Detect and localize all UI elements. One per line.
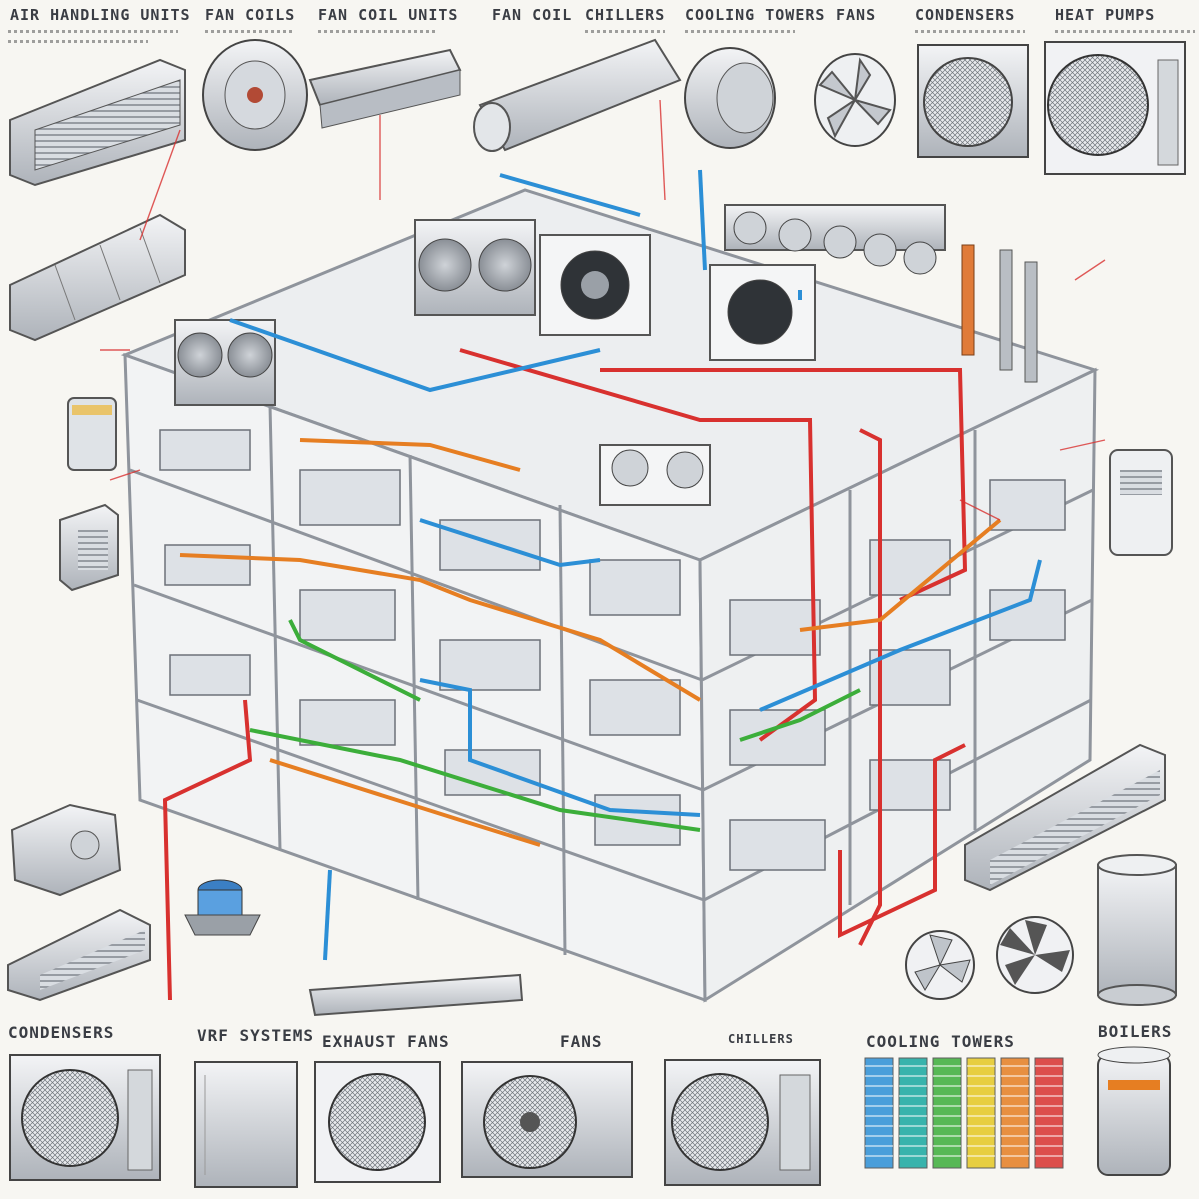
vrf-unit-icon (194, 1061, 298, 1188)
callout-lines (100, 99, 1106, 521)
header-air-handling-units: AIR HANDLING UNITS (10, 6, 191, 24)
cooling-tower-column (898, 1057, 928, 1169)
fan-coil-icon (202, 39, 308, 151)
annotation-text (915, 30, 1025, 33)
chiller-drum-icon (684, 47, 776, 149)
annotation-text (1055, 30, 1195, 33)
ground-duct-icon (308, 973, 524, 1017)
cooling-tower-columns (864, 1057, 1064, 1169)
outdoor-unit-icon (917, 44, 1029, 158)
cooling-tower-column (932, 1057, 962, 1169)
annotation-text (8, 30, 178, 33)
return-pipes (229, 169, 1042, 961)
annotation-text (585, 30, 665, 33)
wall-duct-icon (964, 743, 1166, 892)
air-handling-unit-icon (9, 58, 186, 187)
supply-pipes (162, 348, 968, 1001)
header-condensers: CONDENSERS (915, 6, 1016, 24)
label-vrf-systems: VRF SYSTEMS (197, 1026, 314, 1045)
duct-section-icon (9, 213, 186, 342)
header-heat-pumps: HEAT PUMPS (1055, 6, 1156, 24)
label-boilers: BOILERS (1098, 1022, 1173, 1041)
storage-tank-icon (1097, 854, 1177, 1006)
boiler-icon (1097, 1046, 1171, 1176)
split-unit-icon (1109, 449, 1173, 556)
refrigerant-pipes (179, 438, 1002, 847)
interior-equipment (159, 429, 1066, 871)
compressor-icon (10, 803, 122, 897)
label-exhaust-fans: EXHAUST FANS (322, 1032, 450, 1051)
label-cooling-towers: COOLING TOWERS (866, 1032, 1015, 1051)
header-cooling-towers: COOLING TOWERS (685, 6, 826, 24)
header-fan-coils: FAN COILS (205, 6, 296, 24)
fan-coil-unit-icon (308, 48, 462, 129)
annotation-text (8, 40, 148, 43)
cooling-tower-column (1034, 1057, 1064, 1169)
header-fan-coil: FAN COIL (492, 6, 573, 24)
cooling-tower-column (864, 1057, 894, 1169)
fan-blade-icon (905, 916, 1074, 1000)
fan-unit-icon (461, 1061, 633, 1178)
chiller-unit-icon (664, 1059, 821, 1186)
filter-unit-icon (67, 397, 117, 471)
header-fan-coil-units: FAN COIL UNITS (318, 6, 459, 24)
condenser-unit-icon (9, 1054, 161, 1181)
header-chillers: CHILLERS (585, 6, 666, 24)
pump-icon (184, 879, 261, 936)
heat-pump-icon (1044, 41, 1186, 175)
annotation-text (318, 30, 438, 33)
header-fans: FANS (836, 6, 877, 24)
axial-fan-icon (814, 53, 896, 147)
cooling-tower-column (1000, 1057, 1030, 1169)
annotation-text (205, 30, 295, 33)
fan-coil-duct-icon (473, 38, 682, 152)
label-chillers: CHILLERS (728, 1032, 794, 1046)
rooftop-chiller-units (174, 204, 1038, 506)
coil-unit-icon (59, 503, 119, 592)
label-condensers: CONDENSERS (8, 1023, 115, 1042)
annotation-text (685, 30, 795, 33)
condensate-pipes (249, 619, 861, 832)
cassette-unit-icon (7, 908, 151, 1002)
cooling-tower-column (966, 1057, 996, 1169)
exhaust-fan-icon (314, 1061, 441, 1183)
label-fans: FANS (560, 1032, 603, 1051)
